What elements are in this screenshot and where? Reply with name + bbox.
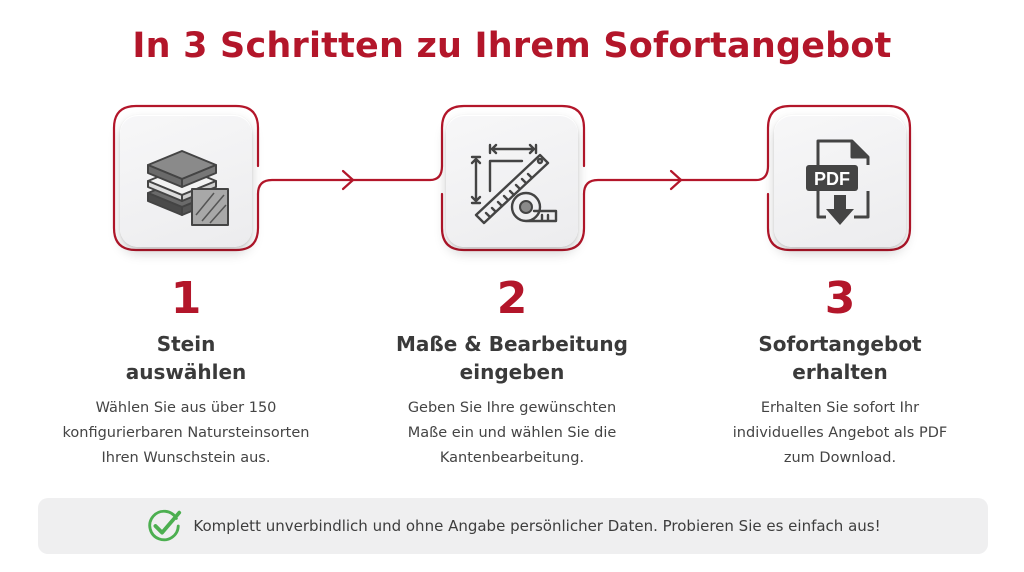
step-2-icon-box: [446, 115, 578, 247]
step-2: 2 Maße & Bearbeitung eingeben Geben Sie …: [347, 272, 677, 471]
stone-slabs-icon: [147, 150, 229, 226]
step-1: 1 Stein auswählen Wählen Sie aus über 15…: [21, 272, 351, 471]
info-banner: Komplett unverbindlich und ohne Angabe p…: [38, 498, 988, 554]
step-description: Erhalten Sie sofort Ihr individuelles An…: [732, 400, 948, 466]
checkmark-circle-icon: [148, 509, 182, 542]
page-title: In 3 Schritten zu Ihrem Sofortangebot: [132, 26, 892, 66]
pdf-label: PDF: [814, 169, 850, 189]
step-title: Sofortangebot erhalten: [758, 332, 922, 384]
ruler-tape-measure-icon: [470, 143, 558, 225]
step-number: 1: [170, 273, 202, 324]
step-description: Geben Sie Ihre gewünschten Maße ein und …: [407, 400, 617, 466]
step-title: Stein auswählen: [125, 332, 247, 384]
step-number: 3: [824, 273, 856, 324]
banner-text: Komplett unverbindlich und ohne Angabe p…: [193, 517, 881, 535]
pdf-download-icon: PDF: [806, 139, 870, 225]
step-title: Maße & Bearbeitung eingeben: [396, 332, 628, 384]
step-3: 3 Sofortangebot erhalten Erhalten Sie so…: [675, 272, 1005, 471]
step-3-icon-box: PDF: [774, 115, 906, 247]
step-1-icon-box: [120, 115, 252, 247]
step-description: Wählen Sie aus über 150 konfigurierbaren…: [62, 400, 310, 466]
step-number: 2: [496, 273, 528, 324]
